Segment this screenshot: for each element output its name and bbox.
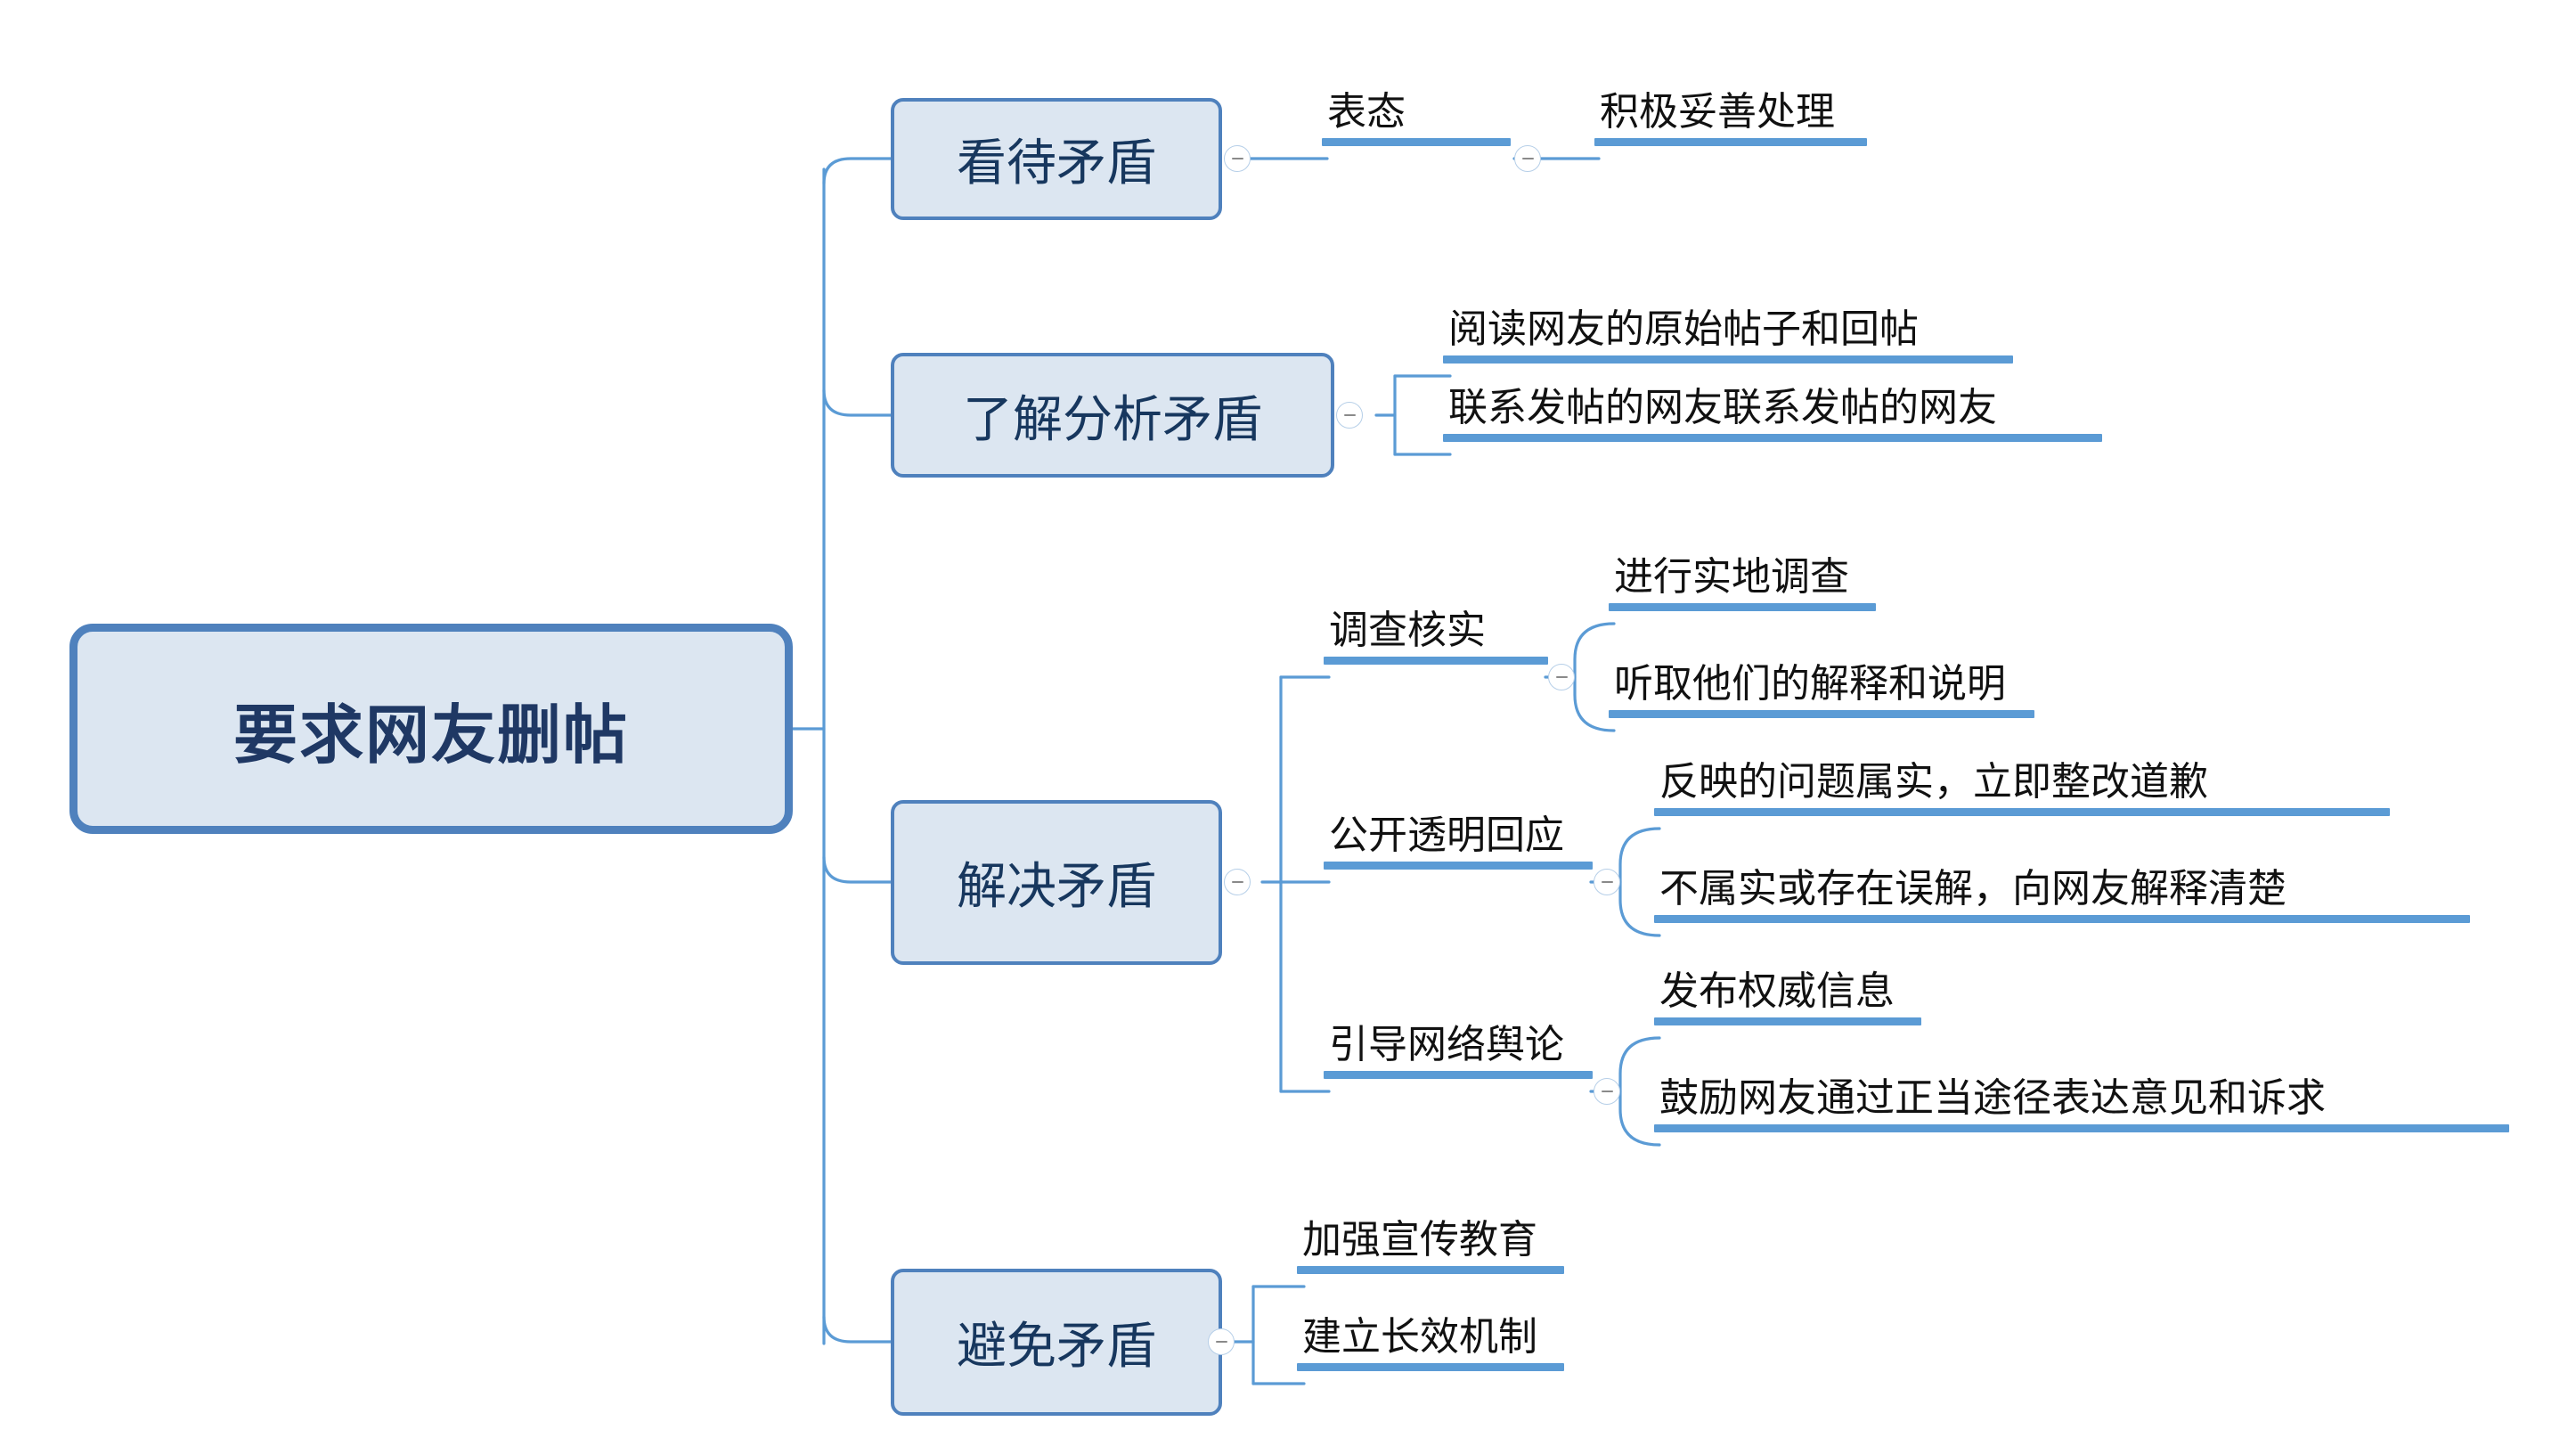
node-underline-bar bbox=[1654, 915, 2470, 923]
leaf-node-label: 发布权威信息 bbox=[1659, 969, 1895, 1013]
node-underline-bar bbox=[1297, 1363, 1564, 1371]
sub-node-diaocha-heshi[interactable]: 调查核实 bbox=[1324, 611, 1548, 665]
branch-node-bimian-maodun[interactable]: 避免矛盾 bbox=[891, 1269, 1222, 1416]
node-underline-bar bbox=[1654, 1124, 2509, 1132]
collapse-toggle-yindao-wangluo-yulun[interactable] bbox=[1594, 1078, 1620, 1105]
leaf-node-lianxi-fatie-wangyou[interactable]: 联系发帖的网友联系发帖的网友 bbox=[1443, 388, 2102, 442]
leaf-node-jiji-tuoshan-chuli[interactable]: 积极妥善处理 bbox=[1594, 93, 1867, 146]
leaf-node-yuedu-wangyou-yuanshi-tiezi[interactable]: 阅读网友的原始帖子和回帖 bbox=[1443, 310, 2013, 364]
collapse-toggle-diaocha-heshi[interactable] bbox=[1548, 664, 1575, 690]
node-underline-bar bbox=[1322, 138, 1511, 146]
sub-node-label: 表态 bbox=[1327, 90, 1406, 134]
leaf-node-bushushi-xiang-wangyou-jieshi[interactable]: 不属实或存在误解，向网友解释清楚 bbox=[1654, 870, 2470, 923]
leaf-node-label: 阅读网友的原始帖子和回帖 bbox=[1448, 307, 1919, 351]
collapse-toggle-biaotai[interactable] bbox=[1514, 145, 1541, 172]
collapse-toggle-liaojie-fenxi-maodun[interactable] bbox=[1336, 402, 1363, 429]
sub-node-gongkai-touming-huiying[interactable]: 公开透明回应 bbox=[1324, 816, 1593, 870]
root-node[interactable]: 要求网友删帖 bbox=[69, 624, 793, 834]
node-underline-bar bbox=[1654, 1017, 1921, 1025]
branch-node-label: 了解分析矛盾 bbox=[963, 390, 1262, 447]
sub-node-label: 引导网络舆论 bbox=[1329, 1023, 1564, 1066]
leaf-node-label: 积极妥善处理 bbox=[1600, 90, 1835, 134]
leaf-node-tingqu-jieshi-shuoming[interactable]: 听取他们的解释和说明 bbox=[1609, 665, 2034, 718]
branch-node-kandai-maodun[interactable]: 看待矛盾 bbox=[891, 98, 1222, 220]
leaf-node-label: 建立长效机制 bbox=[1302, 1315, 1537, 1359]
leaf-node-label: 鼓励网友通过正当途径表达意见和诉求 bbox=[1659, 1076, 2326, 1120]
sub-node-biaotai[interactable]: 表态 bbox=[1322, 93, 1511, 146]
leaf-node-jianli-changxiao-jizhi[interactable]: 建立长效机制 bbox=[1297, 1318, 1564, 1371]
node-underline-bar bbox=[1324, 862, 1593, 870]
collapse-toggle-kandai-maodun[interactable] bbox=[1224, 145, 1251, 172]
collapse-toggle-bimian-maodun[interactable] bbox=[1208, 1328, 1235, 1355]
node-underline-bar bbox=[1609, 603, 1876, 611]
sub-node-yindao-wangluo-yulun[interactable]: 引导网络舆论 bbox=[1324, 1025, 1593, 1079]
leaf-node-label: 进行实地调查 bbox=[1614, 555, 1849, 599]
leaf-node-jinxing-shidi-diaocha[interactable]: 进行实地调查 bbox=[1609, 558, 1876, 611]
node-underline-bar bbox=[1443, 434, 2102, 442]
leaf-node-guli-wangyou-zhengdang-tujing[interactable]: 鼓励网友通过正当途径表达意见和诉求 bbox=[1654, 1079, 2509, 1132]
node-underline-bar bbox=[1594, 138, 1867, 146]
sub-node-label: 公开透明回应 bbox=[1329, 813, 1564, 857]
root-node-label: 要求网友删帖 bbox=[232, 699, 629, 772]
leaf-node-jiaqiang-xuanchuan-jiaoyu[interactable]: 加强宣传教育 bbox=[1297, 1221, 1564, 1274]
leaf-node-label: 反映的问题属实，立即整改道歉 bbox=[1659, 760, 2208, 804]
node-underline-bar bbox=[1297, 1266, 1564, 1274]
sub-node-label: 调查核实 bbox=[1329, 609, 1486, 652]
leaf-node-label: 听取他们的解释和说明 bbox=[1614, 662, 2006, 706]
leaf-node-label: 加强宣传教育 bbox=[1302, 1218, 1537, 1262]
branch-node-label: 看待矛盾 bbox=[957, 135, 1156, 191]
leaf-node-label: 不属实或存在误解，向网友解释清楚 bbox=[1659, 867, 2287, 911]
leaf-node-wenti-shushi-zhenggai-daoqian[interactable]: 反映的问题属实，立即整改道歉 bbox=[1654, 763, 2390, 816]
node-underline-bar bbox=[1609, 710, 2034, 718]
node-underline-bar bbox=[1443, 355, 2013, 364]
branch-node-jiejue-maodun[interactable]: 解决矛盾 bbox=[891, 800, 1222, 965]
leaf-node-label: 联系发帖的网友联系发帖的网友 bbox=[1448, 386, 1997, 429]
collapse-toggle-gongkai-touming-huiying[interactable] bbox=[1594, 869, 1620, 895]
node-underline-bar bbox=[1324, 1071, 1593, 1079]
node-underline-bar bbox=[1324, 657, 1548, 665]
branch-node-label: 解决矛盾 bbox=[957, 858, 1156, 914]
node-underline-bar bbox=[1654, 808, 2390, 816]
branch-node-label: 避免矛盾 bbox=[957, 1318, 1156, 1374]
leaf-node-fabu-quanwei-xinxi[interactable]: 发布权威信息 bbox=[1654, 972, 1921, 1025]
branch-node-liaojie-fenxi-maodun[interactable]: 了解分析矛盾 bbox=[891, 353, 1334, 478]
collapse-toggle-jiejue-maodun[interactable] bbox=[1224, 869, 1251, 895]
